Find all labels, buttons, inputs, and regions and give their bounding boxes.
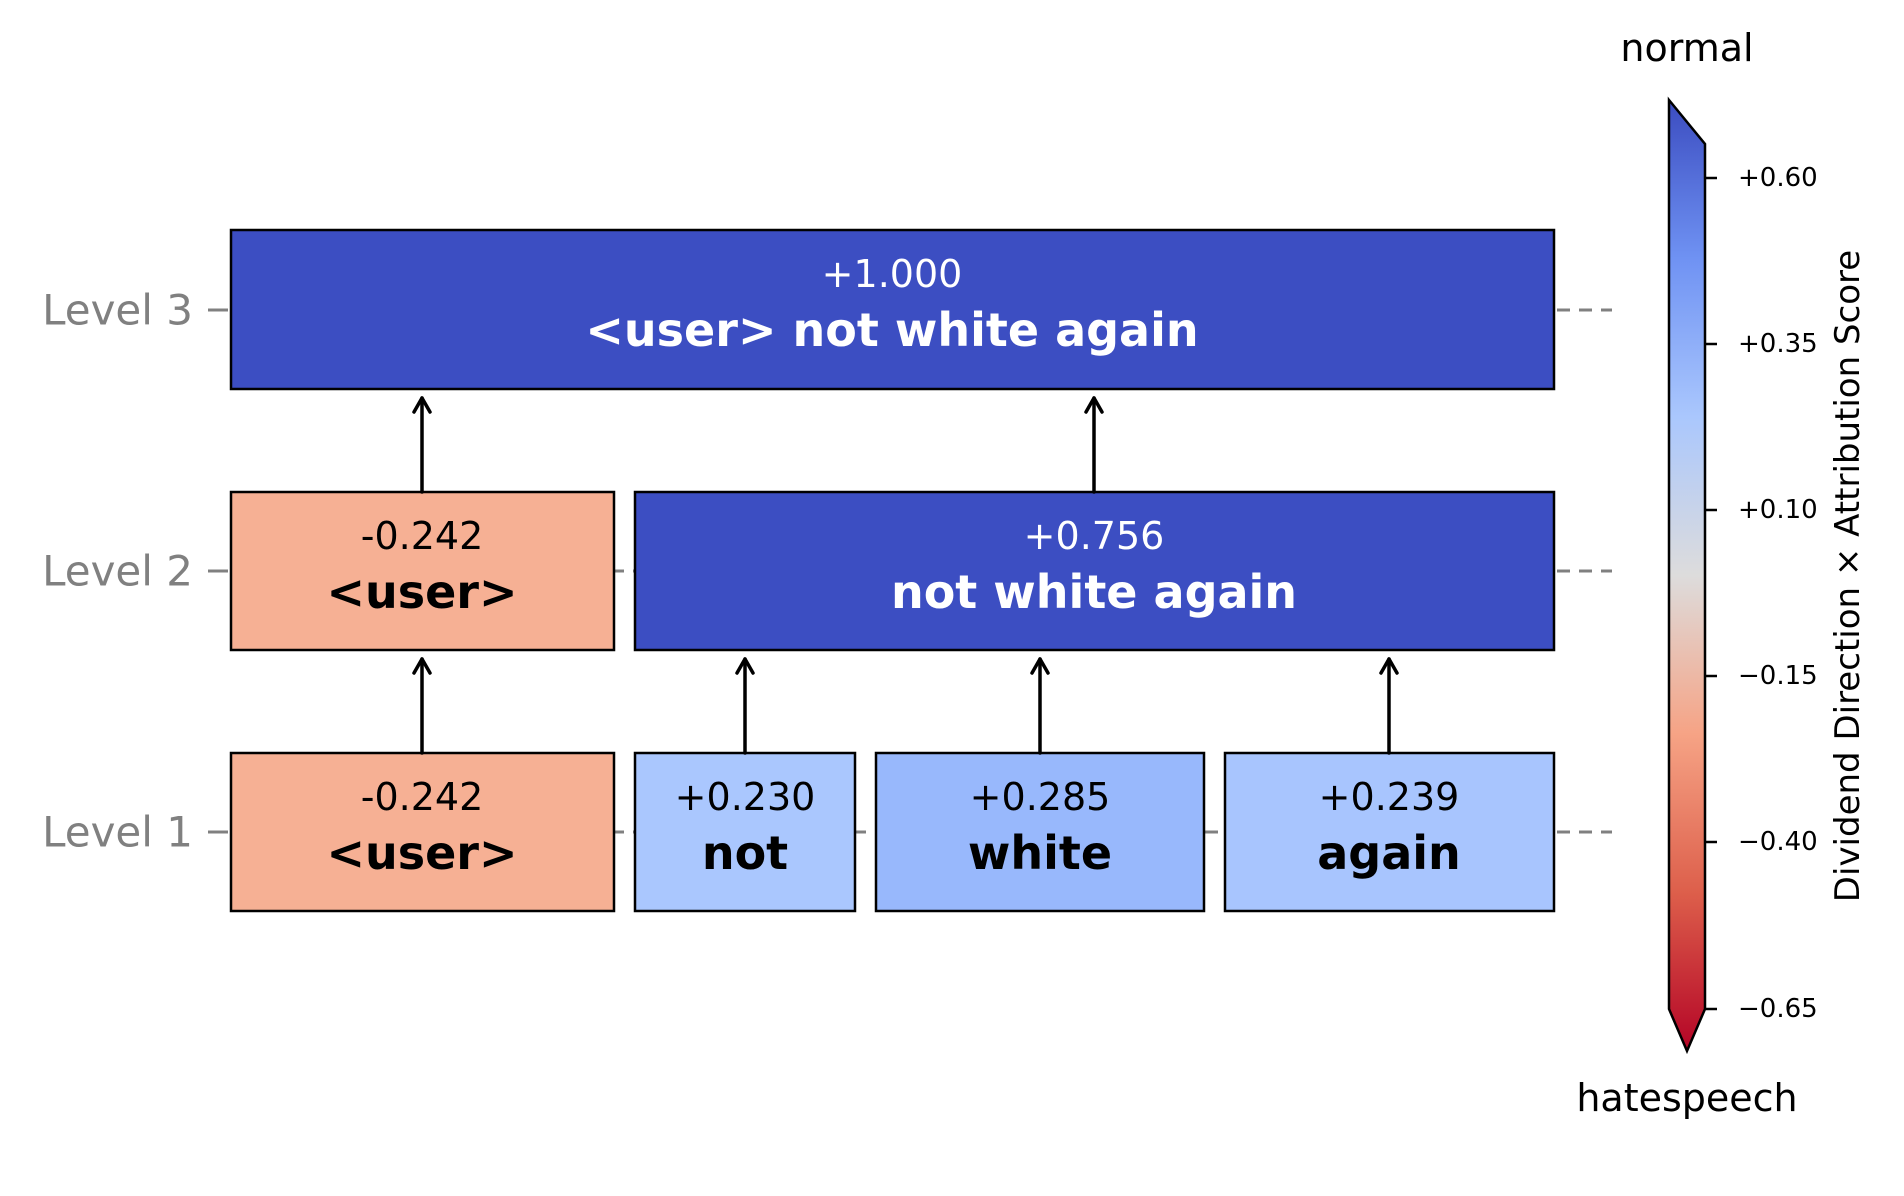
node-score: -0.242 <box>361 775 484 819</box>
node-box <box>229 751 616 913</box>
colorbar-tick-label: −0.40 <box>1738 827 1818 857</box>
colorbar-top-label: normal <box>1620 26 1753 70</box>
node-box <box>874 751 1206 913</box>
node-score: +0.230 <box>675 775 816 819</box>
colorbar-tick-labels: +0.60 +0.35 +0.10 −0.15 −0.40 −0.65 <box>1738 163 1818 1024</box>
colorbar-gradient <box>1667 96 1707 1055</box>
edges <box>412 396 1399 755</box>
node-l1-white: +0.285 white <box>874 751 1206 913</box>
node-score: +0.756 <box>1024 514 1165 558</box>
node-l1-again: +0.239 again <box>1223 751 1556 913</box>
edge-arrow <box>412 396 432 494</box>
level-2-label: Level 2 <box>42 547 193 596</box>
node-box <box>229 490 616 652</box>
node-l2-not-white-again: +0.756 not white again <box>633 490 1556 652</box>
node-l1-not: +0.230 not <box>633 751 857 913</box>
node-l3-all: +1.000 <user> not white again <box>229 228 1556 391</box>
node-box <box>1223 751 1556 913</box>
node-text: <user> <box>326 565 517 619</box>
node-score: +0.285 <box>970 775 1111 819</box>
edge-arrow <box>1379 657 1399 755</box>
colorbar-bottom-label: hatespeech <box>1576 1076 1797 1120</box>
colorbar-tick-label: +0.10 <box>1738 495 1818 525</box>
level-axis: Level 3 Level 2 Level 1 <box>42 286 226 857</box>
colorbar-tick-label: +0.35 <box>1738 329 1818 359</box>
node-text: not white again <box>891 565 1297 619</box>
node-l1-user: -0.242 <user> <box>229 751 616 913</box>
edge-arrow <box>1084 396 1104 494</box>
level-3-label: Level 3 <box>42 286 193 335</box>
node-text: again <box>1317 826 1461 880</box>
colorbar-ticks <box>1705 176 1717 1011</box>
nodes: +1.000 <user> not white again -0.242 <us… <box>229 228 1556 913</box>
node-score: +1.000 <box>822 252 963 296</box>
node-text: white <box>968 826 1112 880</box>
node-score: -0.242 <box>361 514 484 558</box>
colorbar-axis-label: Dividend Direction × Attribution Score <box>1828 250 1868 902</box>
level-1-label: Level 1 <box>42 808 193 857</box>
node-text: not <box>702 826 788 880</box>
node-text: <user> not white again <box>585 303 1198 357</box>
colorbar-tick-label: +0.60 <box>1738 163 1818 193</box>
colorbar-tick-label: −0.15 <box>1738 661 1818 691</box>
node-l2-user: -0.242 <user> <box>229 490 616 652</box>
edge-arrow <box>1030 657 1050 755</box>
colorbar: +0.60 +0.35 +0.10 −0.15 −0.40 −0.65 norm… <box>1576 26 1868 1120</box>
colorbar-tick-label: −0.65 <box>1738 994 1818 1024</box>
node-box <box>229 228 1556 391</box>
node-text: <user> <box>326 826 517 880</box>
node-box <box>633 490 1556 652</box>
edge-arrow <box>412 657 432 755</box>
edge-arrow <box>735 657 755 755</box>
node-box <box>633 751 857 913</box>
node-score: +0.239 <box>1319 775 1460 819</box>
